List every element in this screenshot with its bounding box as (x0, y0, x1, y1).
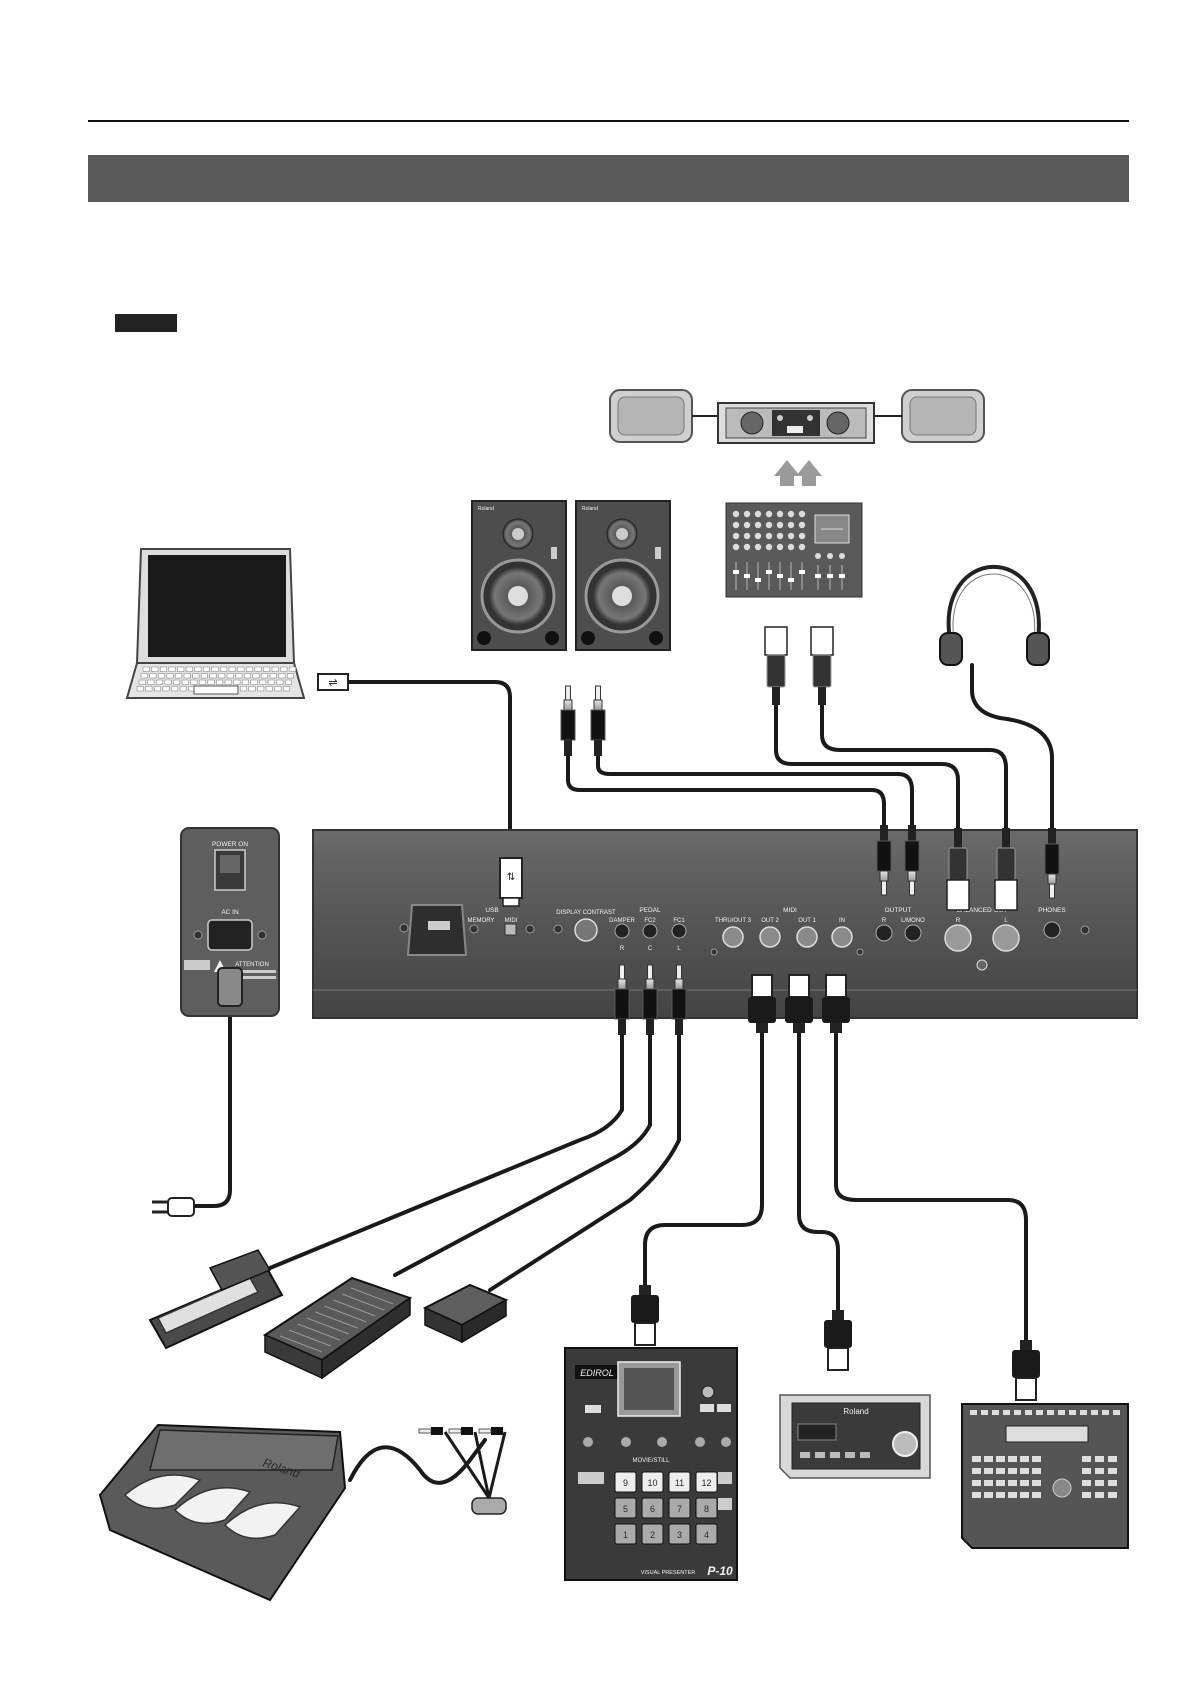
foot-switch (425, 1285, 506, 1342)
display-contrast-label: DISPLAY CONTRAST (556, 910, 616, 916)
cable-phones (972, 665, 1052, 828)
p10-pad-label: 9 (623, 1478, 628, 1488)
recorder-unit: Roland (780, 1395, 930, 1478)
midi-out1-panel-plug (822, 975, 850, 1033)
p10-pad-label: 12 (701, 1478, 711, 1488)
section-title-bar (88, 155, 1129, 202)
balanced-r-label: R (956, 918, 961, 924)
damper-label: DAMPER (609, 918, 635, 924)
attention-label: ATTENTION (235, 962, 269, 968)
sequencer-unit (962, 1404, 1128, 1548)
ac-in-label: AC IN (221, 909, 239, 916)
midi-thru-label: THRU/OUT 3 (715, 918, 752, 924)
studio-monitors: Roland Roland (472, 501, 670, 650)
monitor-brand-left: Roland (478, 506, 494, 512)
p10-pad-label: 3 (677, 1530, 682, 1540)
p10-pad-label: 10 (647, 1478, 657, 1488)
p10-pad-label: 8 (704, 1504, 709, 1514)
midi-thru-panel-plug (748, 975, 776, 1033)
power-on-label: POWER ON (212, 841, 248, 848)
p10-visual-presenter: EDIROL MOVIE/STILL 910111256781234 VISUA… (565, 1348, 737, 1580)
cable-balanced-r (776, 705, 958, 830)
fc1-label: FC1 (673, 918, 685, 924)
phones-label: PHONES (1038, 907, 1066, 914)
p10-model: P-10 (707, 1564, 733, 1578)
p10-section: MOVIE/STILL (632, 1458, 670, 1464)
p10-pad-label: 5 (623, 1504, 628, 1514)
usb-b-plug: ⇅ (500, 858, 522, 906)
usb-midi-label: MIDI (505, 918, 518, 924)
laptop-computer (127, 549, 304, 698)
midi-label: MIDI (783, 907, 797, 914)
recorder-brand: Roland (843, 1407, 868, 1416)
monitor-brand-right: Roland (582, 506, 598, 512)
svg-text:⇌: ⇌ (328, 677, 337, 689)
cable-midi-out1 (836, 1030, 1026, 1340)
pedal-letter-r: R (620, 946, 625, 952)
output-r-source-plug (561, 686, 575, 756)
p10-footer: VISUAL PRESENTER (641, 1570, 696, 1576)
cable-damper (270, 1035, 622, 1268)
audio-mixer (726, 503, 862, 597)
cable-fc2 (395, 1035, 650, 1275)
usb-label: USB (485, 907, 498, 914)
pedal-unit-breakout-plug (419, 1427, 489, 1498)
p10-pad-label: 1 (623, 1530, 628, 1540)
p10-brand: EDIROL (580, 1368, 614, 1378)
midi-p10-plug (631, 1285, 659, 1345)
usb-memory-label: MEMORY (468, 918, 495, 924)
cable-midi-out2 (799, 1030, 838, 1310)
p10-pad-label: 6 (650, 1504, 655, 1514)
cable-output-r (568, 756, 884, 825)
pedal-letter-c: C (648, 946, 653, 952)
p10-pad-label: 4 (704, 1530, 709, 1540)
monitor-speaker-left: Roland (472, 501, 566, 650)
pa-system (610, 390, 984, 486)
midi-out2-label: OUT 2 (761, 918, 779, 924)
pedal-label: PEDAL (639, 907, 661, 914)
note-badge (115, 314, 177, 332)
damper-pedal (150, 1250, 282, 1348)
cable-power (194, 1005, 230, 1206)
output-l-label: L/MONO (901, 918, 925, 924)
pedal-unit: Roland (100, 1425, 506, 1600)
midi-in-label: IN (839, 918, 845, 924)
p10-pad-label: 11 (675, 1478, 684, 1488)
p10-pad-label: 7 (677, 1504, 682, 1514)
headphones (940, 567, 1049, 665)
xlr-mixer-plug-r (765, 627, 787, 705)
midi-sequencer-plug (1012, 1340, 1040, 1400)
midi-out1-label: OUT 1 (798, 918, 816, 924)
xlr-mixer-plug-l (811, 627, 833, 705)
midi-out2-panel-plug (785, 975, 813, 1033)
svg-text:⇅: ⇅ (507, 872, 515, 883)
fc2-label: FC2 (644, 918, 656, 924)
output-l-source-plug (591, 686, 605, 756)
expression-pedal (265, 1278, 410, 1378)
usb-a-plug: ⇌ (318, 674, 348, 690)
output-label: OUTPUT (885, 907, 912, 914)
midi-recorder-plug (824, 1310, 852, 1370)
monitor-speaker-right: Roland (576, 501, 670, 650)
output-r-label: R (882, 918, 887, 924)
cable-midi-thru (645, 1030, 762, 1285)
p10-pad-label: 2 (650, 1530, 655, 1540)
